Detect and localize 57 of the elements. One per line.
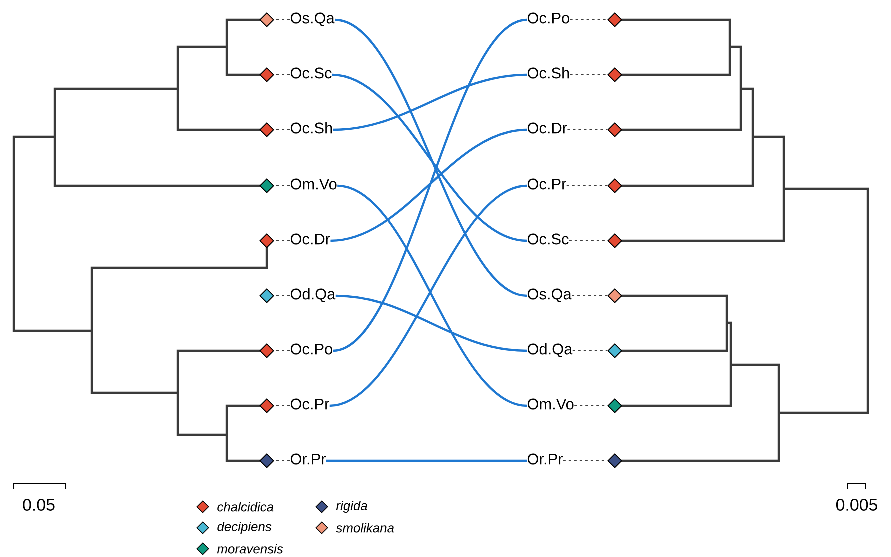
leader-line — [274, 350, 290, 352]
tip-marker — [260, 68, 274, 82]
legend-label: decipiens — [218, 522, 272, 534]
tip-label: Oc.Sh — [528, 67, 570, 79]
tip-marker — [260, 454, 274, 468]
leader-line — [274, 460, 290, 462]
tip-label: Oc.Sc — [528, 234, 569, 245]
connector-line — [336, 294, 528, 352]
leader-line — [572, 350, 608, 352]
tip-label: Oc.Pr — [528, 178, 566, 190]
tip-marker — [260, 288, 274, 304]
tip-marker — [608, 344, 622, 358]
tip-marker — [608, 12, 622, 28]
tip-label: Oc.Dr — [290, 234, 330, 245]
tip-label: Or.Pr — [528, 454, 563, 465]
tip-marker — [608, 454, 622, 468]
scale-label: 0.005 — [836, 499, 878, 511]
connector-line — [332, 74, 528, 242]
tip-marker — [260, 344, 274, 358]
connector-line — [334, 18, 528, 298]
tip-label: Oc.Sc — [290, 68, 332, 79]
legend-label: chalcidica — [218, 502, 274, 512]
tip-label: Om.Vo — [290, 178, 337, 190]
tip-marker — [260, 398, 274, 414]
tip-marker — [260, 12, 274, 28]
leader-line — [570, 74, 608, 76]
tip-label: Os.Qa — [290, 12, 335, 26]
tip-label: Os.Qa — [528, 288, 572, 302]
tip-label: Oc.Dr — [528, 122, 568, 134]
connector-line — [330, 128, 528, 242]
tip-label: Od.Qa — [528, 343, 573, 358]
connector-line — [333, 74, 528, 132]
tip-marker — [608, 234, 622, 248]
legend-label: moravensis — [217, 544, 284, 554]
leader-line — [274, 74, 290, 76]
scale-label: 0.05 — [23, 499, 55, 511]
tip-marker — [608, 178, 622, 194]
tip-marker — [260, 178, 274, 194]
tip-marker — [260, 122, 274, 138]
leader-line — [569, 240, 608, 242]
tip-label: Oc.Pr — [290, 398, 330, 410]
tip-marker — [260, 234, 274, 248]
leader-line — [274, 240, 290, 242]
tip-label: Om.Vo — [528, 398, 574, 410]
tip-label: Oc.Po — [528, 12, 570, 24]
tip-label: Od.Qa — [290, 288, 336, 302]
tip-marker — [608, 68, 622, 82]
connector-line — [332, 18, 528, 352]
tip-marker — [608, 122, 622, 138]
tip-marker — [608, 398, 622, 414]
tip-label: Oc.Sh — [290, 122, 332, 134]
legend-label: rigida — [336, 500, 368, 514]
tip-label: Oc.Po — [290, 344, 332, 355]
connector-line — [326, 460, 527, 462]
legend-label: smolikana — [336, 523, 394, 533]
tip-marker — [608, 288, 622, 304]
tip-label: Or.Pr — [290, 454, 326, 465]
